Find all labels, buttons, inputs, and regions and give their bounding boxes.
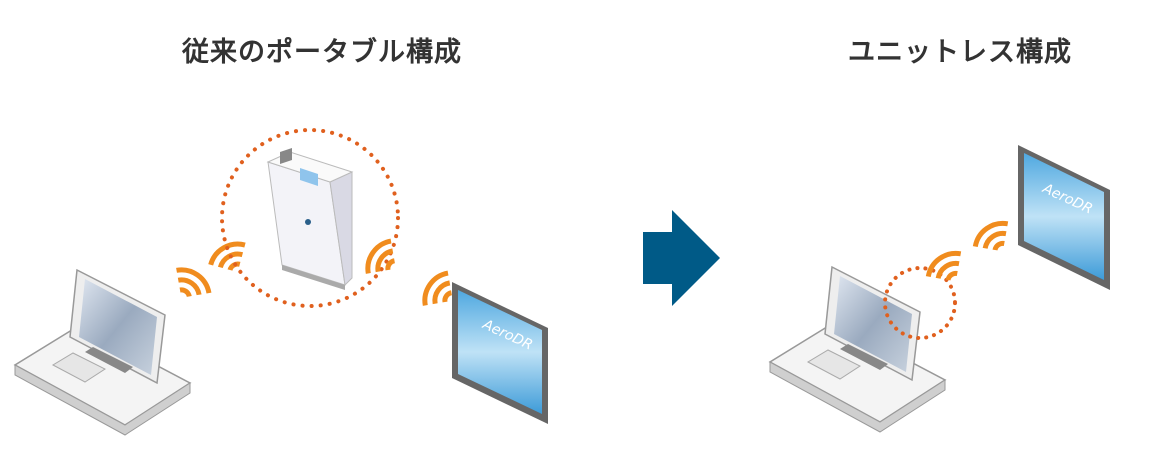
wifi-icon xyxy=(975,219,1007,251)
wifi-icon xyxy=(420,273,452,305)
unitless-config-title: ユニットレス構成 xyxy=(848,37,1072,68)
traditional-config-title: 従来のポータブル構成 xyxy=(182,37,462,68)
dotted-circle-highlight xyxy=(220,128,400,308)
laptop-right xyxy=(769,266,946,433)
wifi-icon xyxy=(363,241,395,273)
wifi-icon xyxy=(928,249,960,281)
wifi-icon xyxy=(211,238,245,272)
portable-unit xyxy=(266,148,354,290)
laptop-left xyxy=(14,269,191,436)
wifi-icon xyxy=(177,265,209,297)
aerodr-detector-left: AeroDR xyxy=(452,282,548,424)
arrow-right-icon xyxy=(643,210,720,306)
aerodr-detector-right: AeroDR xyxy=(1018,145,1110,290)
dotted-circle-highlight xyxy=(883,266,957,340)
